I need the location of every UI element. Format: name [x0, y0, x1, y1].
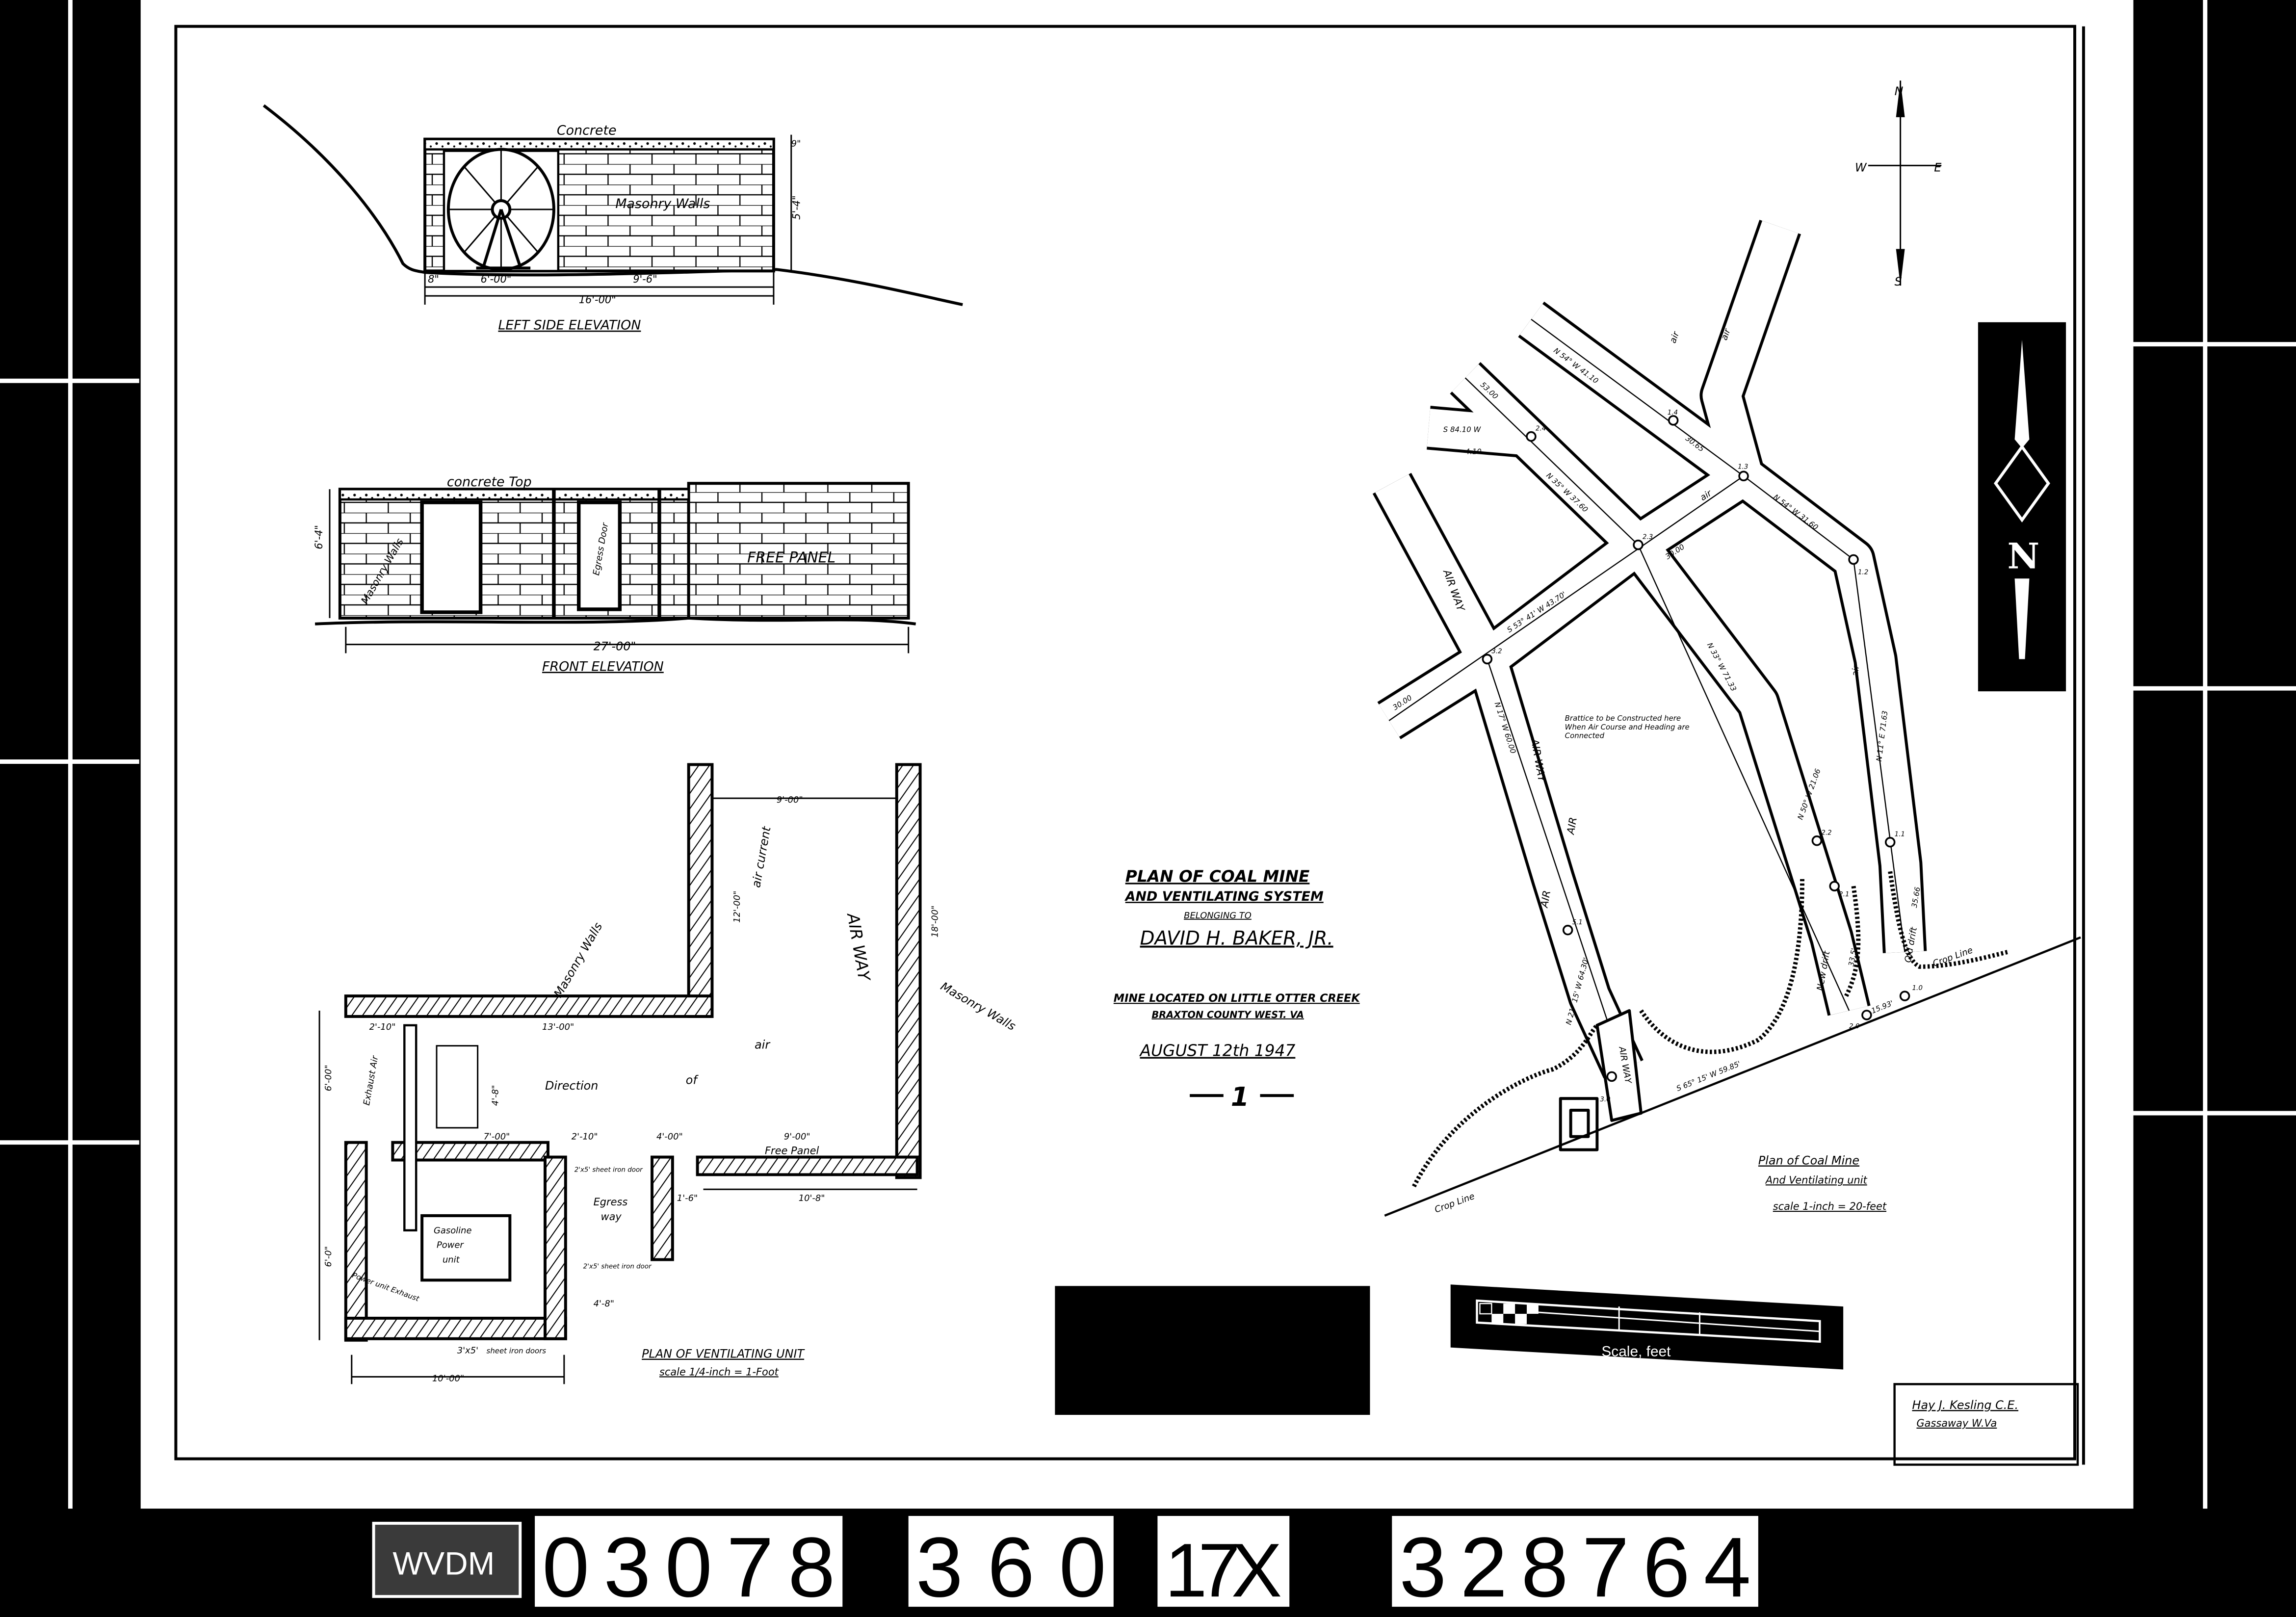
film-number-3: 17X: [1165, 1527, 1282, 1613]
plan-scale: scale 1/4-inch = 1-Foot: [659, 1366, 779, 1378]
location-line-2: BRAXTON COUNTY WEST. VA: [1151, 1009, 1304, 1020]
label-door: sheet iron doors: [487, 1347, 547, 1356]
station: 5.1: [1572, 919, 1583, 926]
station: 1.4: [1668, 409, 1678, 417]
label-brattice-note-box: Brattice to be Constructed here When Air…: [1565, 714, 1690, 741]
sheet-number: 1: [1231, 1081, 1249, 1112]
front-elevation: concrete Top Masonry Walls Egress Door F…: [313, 474, 916, 674]
dim: 6'-0": [323, 1246, 334, 1267]
label-door: 2'x5' sheet iron door: [574, 1166, 643, 1174]
label-door: 3'x5': [457, 1346, 478, 1356]
label-gasoline: Gasoline: [434, 1226, 471, 1236]
dim: 6'-00": [481, 273, 512, 285]
dim: 2'-10": [369, 1022, 396, 1032]
north-letter: N: [2008, 535, 2040, 576]
dim: 9": [791, 139, 801, 149]
mine-plan-scale: scale 1-inch = 20-feet: [1773, 1200, 1887, 1212]
scale-bar: Scale, feet: [1450, 1284, 1844, 1370]
plan-title: PLAN OF VENTILATING UNIT: [642, 1347, 805, 1361]
drawing-border: [174, 25, 2077, 1461]
label-free-panel: FREE PANEL: [747, 549, 835, 566]
dim: 1'-6": [677, 1193, 698, 1203]
station: 2.2: [1821, 830, 1831, 837]
dim: 5'-4": [791, 195, 803, 219]
label-air: air: [1850, 664, 1861, 677]
dim: 9'-6": [633, 273, 657, 285]
title-line-1: PLAN OF COAL MINE: [1125, 867, 1310, 886]
dim: 9'-00": [784, 1132, 810, 1142]
label-free-panel: Free Panel: [765, 1145, 819, 1157]
station: 1.1: [1895, 831, 1905, 838]
elevation-title: LEFT SIDE ELEVATION: [498, 318, 641, 333]
dim: 7'-00": [484, 1132, 510, 1142]
dim: 27'-00": [594, 640, 636, 653]
label-concrete: Concrete: [557, 123, 617, 138]
dim: 4'-00": [656, 1132, 683, 1142]
compass-w: W: [1855, 160, 1867, 174]
label-masonry-walls: Masonry Walls: [615, 196, 710, 211]
title-block: PLAN OF COAL MINE AND VENTILATING SYSTEM…: [1114, 867, 1361, 1112]
station: 2.0: [1849, 1023, 1859, 1030]
dim: 13'-00": [542, 1022, 574, 1032]
compass-e: E: [1934, 160, 1942, 174]
label-air: air: [755, 1038, 771, 1052]
dim: 6'-4": [313, 525, 325, 549]
mine-plan: [1372, 220, 2081, 1217]
redaction-box: [1055, 1286, 1370, 1415]
dim: 9'-00": [777, 795, 803, 805]
bearing: S 84.10 W: [1443, 425, 1482, 434]
dim: 4'-8": [490, 1085, 500, 1106]
label-brattice-note: Brattice to be Constructed here When Air…: [1565, 714, 1690, 741]
mine-plan-subtitle: And Ventilating unit: [1765, 1174, 1868, 1186]
film-strip: WVDM 03078 360 17X 328764: [372, 1516, 1758, 1615]
drawing-date: AUGUST 12th 1947: [1139, 1042, 1296, 1060]
dim: 10'-00": [432, 1373, 464, 1383]
dim: 12'-00": [732, 891, 742, 923]
station: 2.4: [1536, 425, 1546, 433]
station: 1.3: [1738, 463, 1748, 470]
mine-plan-title: Plan of Coal Mine: [1758, 1153, 1859, 1167]
label-unit: unit: [443, 1255, 460, 1265]
label-way: way: [601, 1211, 622, 1223]
owner-name: DAVID H. BAKER, JR.: [1140, 928, 1333, 950]
dim: 4'-8": [594, 1299, 614, 1309]
station: 1.2: [1858, 569, 1868, 576]
dim: 18'-00": [930, 906, 940, 938]
station: 3.0: [1600, 1096, 1610, 1103]
station: 3.2: [1491, 648, 1502, 655]
label-door: 2'x5' sheet iron door: [583, 1263, 652, 1270]
north-arrow-icon: N: [1978, 322, 2066, 692]
right-film-edge: [0, 0, 2296, 1509]
title-line-3: BELONGING TO: [1184, 911, 1252, 921]
compass-rose: N S W E: [1855, 80, 1942, 288]
dim: 2'-10": [572, 1132, 598, 1142]
film-number-1: 03078: [542, 1519, 835, 1615]
location-line-1: MINE LOCATED ON LITTLE OTTER CREEK: [1114, 992, 1361, 1005]
film-prefix: WVDM: [392, 1545, 495, 1581]
label-concrete-top: concrete Top: [447, 474, 532, 490]
station: 2.3: [1643, 534, 1653, 541]
dim: 6'-00": [323, 1065, 334, 1091]
station: 1.0: [1912, 985, 1923, 992]
label-power: Power: [437, 1240, 464, 1251]
signature-block: Hay J. Kesling C.E. Gassaway W.Va: [1893, 1383, 2079, 1466]
elevation-title: FRONT ELEVATION: [542, 659, 664, 674]
dim: 16'-00": [579, 294, 616, 306]
label-egress: Egress: [594, 1196, 628, 1208]
dim: 8": [428, 273, 439, 285]
fan-icon: [446, 148, 555, 271]
compass-s: S: [1895, 275, 1902, 288]
scale-bar-label: Scale, feet: [1601, 1344, 1671, 1360]
bearing: 4.10: [1465, 447, 1482, 456]
engineer-place: Gassaway W.Va: [1916, 1417, 1997, 1429]
dim: 10'-8": [799, 1193, 825, 1203]
engineer-name: Hay J. Kesling C.E.: [1912, 1398, 2019, 1412]
left-side-elevation: Concrete Masonry Walls 8" 6'-00" 9'-6" 1…: [262, 104, 963, 333]
title-line-2: AND VENTILATING SYSTEM: [1124, 889, 1324, 904]
station: 2.1: [1839, 891, 1849, 898]
compass-n: N: [1895, 84, 1904, 98]
label-direction: Direction: [545, 1079, 598, 1093]
label-of: of: [686, 1073, 699, 1087]
film-number-2: 360: [916, 1519, 1106, 1615]
